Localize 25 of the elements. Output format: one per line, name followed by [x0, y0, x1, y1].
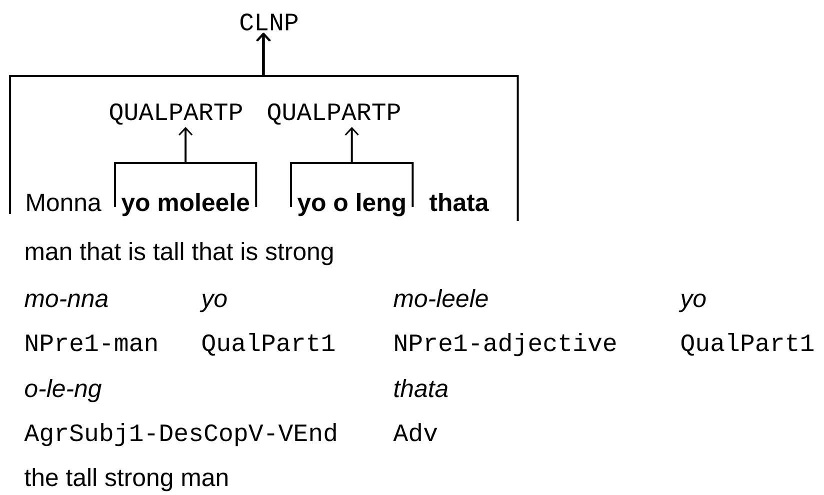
translation: man that is tall that is strong	[26, 242, 333, 266]
bracket-arrow	[9, 32, 270, 214]
phrase-label: CLNP	[240, 14, 298, 30]
morpheme: yo	[678, 294, 706, 312]
morpheme: mo-leele	[394, 288, 488, 308]
translation: the tall strong man	[24, 468, 228, 492]
word: yo moleele	[121, 192, 250, 216]
word: thata	[430, 192, 489, 212]
gloss-tag: NPre1-man	[26, 334, 156, 352]
bracket-arrow	[114, 126, 258, 208]
gloss-tag: NPre1-adjective	[395, 332, 616, 356]
gloss-tag: QualPart1	[202, 332, 334, 356]
word: Monna	[27, 194, 102, 212]
phrase-label: QUALPARTP	[110, 103, 242, 125]
morpheme: o-le-ng	[25, 378, 102, 402]
phrase-label: QUALPARTP	[268, 103, 400, 125]
morpheme: yo	[200, 294, 227, 312]
word: yo o leng	[297, 192, 405, 216]
bracket-arrow	[256, 32, 519, 221]
gloss-tag: Adv	[393, 422, 438, 442]
gloss-tag: AgrSubj1-DesCopV-VEnd	[24, 422, 336, 446]
bracket-arrow	[290, 126, 414, 208]
morpheme: mo-nna	[24, 294, 108, 308]
morpheme: thata	[394, 378, 448, 398]
gloss-tag: QualPart1	[681, 332, 814, 356]
